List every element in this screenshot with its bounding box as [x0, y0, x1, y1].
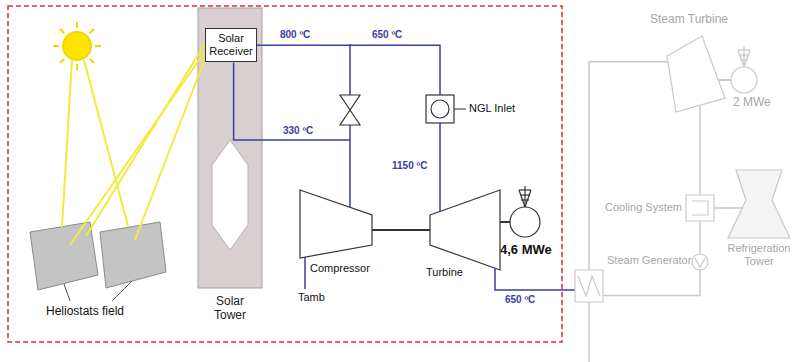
feedwater-pipe: [603, 221, 700, 296]
air-pipe: [234, 62, 350, 207]
steam-turbine-label: Steam Turbine: [650, 12, 728, 26]
turbine-label: Turbine: [426, 266, 463, 279]
turbine: Turbine: [430, 190, 500, 270]
shaft: [372, 229, 430, 231]
steam-generator: Steam Generator: [575, 270, 603, 302]
steam-generator-shape: [575, 270, 603, 302]
fuel-inlet-label: NGL Inlet: [469, 102, 515, 115]
sun-beam: [62, 42, 206, 245]
refrigeration-tower-label: Refrigeration Tower: [719, 242, 799, 268]
steam-pipe: [589, 62, 668, 270]
cooling-system: Cooling System: [686, 195, 714, 221]
exhaust-gas-pipe: [495, 268, 575, 290]
solar-tower: Solar TowerSolar Receiver: [198, 8, 262, 288]
temperature-label: 800 ºC: [280, 29, 310, 41]
cooling-water-pipe: [714, 207, 742, 209]
refrigeration-tower: Refrigeration Tower: [728, 170, 790, 238]
steam-turbine-shape: [667, 36, 725, 112]
solar-receiver: Solar Receiver: [205, 28, 257, 62]
exhaust-pipe: [588, 302, 590, 362]
steam-generator-unit: [731, 46, 757, 93]
bypass-valve: [340, 95, 360, 125]
generator: [510, 186, 540, 237]
cooling-system-shape: [686, 195, 714, 221]
steam-generator-label: Steam Generator: [607, 254, 691, 267]
solar-receiver-label: Solar Receiver: [208, 32, 254, 58]
temperature-label: 330 ºC: [283, 125, 313, 137]
turbine-shape: [430, 190, 500, 270]
compressor: Compressor: [300, 190, 372, 258]
heliostat-leader: [64, 281, 132, 301]
steam-generator-outline: [575, 270, 603, 302]
compressor-label: Compressor: [310, 262, 370, 275]
temperature-label: 650 ºC: [372, 29, 402, 41]
air-intake-pipe: [304, 257, 306, 289]
compressor-outline: [300, 190, 372, 258]
steam-exhaust-pipe: [699, 105, 701, 195]
solar-tower-body: [198, 8, 262, 288]
temperature-label: 1150 ºC: [392, 160, 427, 172]
heat-exchanger-coil: [578, 276, 600, 296]
heliostat-mirror: [30, 222, 166, 290]
refrigeration-tower-shape: [728, 170, 790, 238]
refrigeration-tower-outline: [728, 170, 790, 238]
steam-generator-shaft: [719, 79, 731, 81]
turbine-outline: [430, 190, 500, 270]
fuel-leader: [454, 109, 466, 110]
combustion-chamber: [426, 95, 454, 123]
power-output-label: 4,6 MWe: [500, 243, 552, 258]
steam-turbine-outline: [662, 36, 725, 112]
steam-turbine: Steam Turbine: [662, 36, 725, 112]
sun: [53, 22, 101, 70]
ambient-temperature-label: Tamb: [298, 291, 325, 304]
temperature-label: 650 ºC: [505, 294, 535, 306]
solar-tower-label: Solar Tower: [206, 294, 254, 323]
cooling-system-label: Cooling System: [600, 201, 682, 214]
power-output-label: 2 MWe: [733, 96, 771, 110]
condenser-coil: [692, 201, 708, 215]
pump: [692, 254, 708, 270]
hot-air-pipe: [257, 45, 440, 211]
compressor-shape: [300, 190, 372, 258]
cooling-system-outline: [686, 195, 714, 221]
generator-shaft: [500, 221, 510, 223]
solar-system-boundary: [8, 6, 562, 342]
heliostat-field-label: Heliostats field: [46, 305, 124, 319]
